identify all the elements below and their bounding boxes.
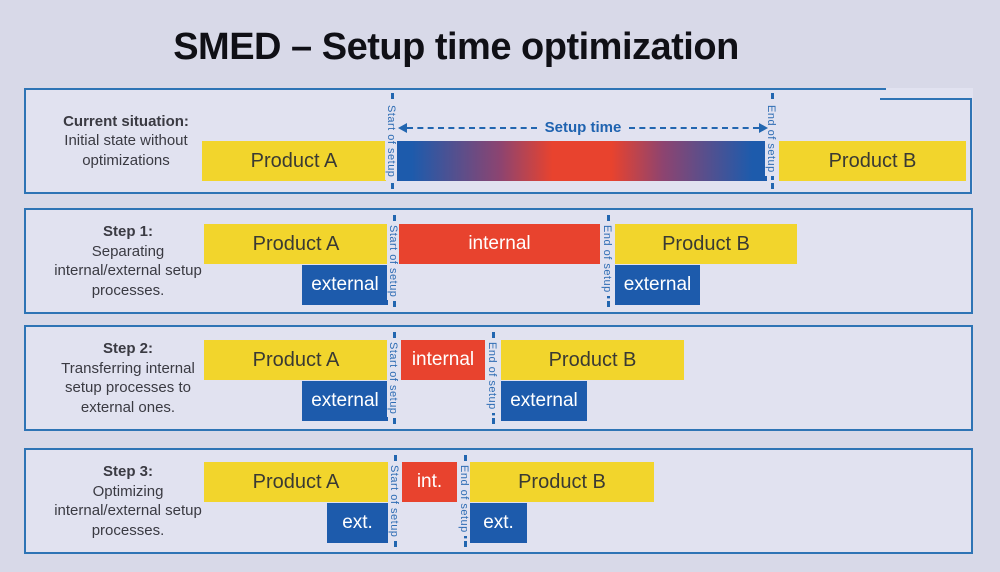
panel-heading: Step 3: xyxy=(102,463,153,480)
panel-heading: Step 2: xyxy=(102,340,153,357)
page-title: SMED – Setup time optimization xyxy=(173,26,739,68)
panel-label-step-3: Step 3: Optimizing internal/external set… xyxy=(34,450,222,552)
start-of-setup-label: Start of setup xyxy=(387,222,399,301)
product-b-bar: Product B xyxy=(615,224,797,264)
end-of-setup-label: End of setup xyxy=(486,339,498,413)
panel-description: Transferring internal setup processes to… xyxy=(61,359,195,416)
panel-current-situation: Current situation: Initial state without… xyxy=(24,88,973,194)
product-a-bar: Product A xyxy=(202,141,386,181)
arrowhead-right-icon xyxy=(759,122,768,133)
setup-gradient-bar xyxy=(397,141,767,181)
external-bar-right: external xyxy=(615,265,700,305)
external-bar-left: external xyxy=(302,265,388,305)
product-b-bar: Product B xyxy=(501,340,684,380)
external-bar-left: external xyxy=(302,381,388,421)
arrow-dash xyxy=(407,126,537,129)
internal-bar: internal xyxy=(401,340,485,380)
panel-border-sketch xyxy=(24,88,972,194)
panel-step-2: Step 2: Transferring internal setup proc… xyxy=(24,325,973,431)
internal-bar: internal xyxy=(399,224,600,264)
panel-description: Separating internal/external setup proce… xyxy=(54,242,202,299)
product-b-bar: Product B xyxy=(779,141,966,181)
end-of-setup-label: End of setup xyxy=(601,222,613,296)
panel-label-current: Current situation: Initial state without… xyxy=(32,88,220,194)
start-of-setup-label: Start of setup xyxy=(387,339,399,418)
internal-bar: int. xyxy=(402,462,457,502)
end-of-setup-label: End of setup xyxy=(765,102,777,176)
panel-step-1: Step 1: Separating internal/external set… xyxy=(24,208,973,314)
setup-time-label: Setup time xyxy=(544,119,622,136)
start-of-setup-label: Start of setup xyxy=(388,462,400,541)
start-of-setup-label: Start of setup xyxy=(385,102,397,181)
panel-step-3: Step 3: Optimizing internal/external set… xyxy=(24,448,973,554)
product-a-bar: Product A xyxy=(204,462,388,502)
external-bar-left: ext. xyxy=(327,503,388,543)
external-bar-right: ext. xyxy=(470,503,527,543)
product-b-bar: Product B xyxy=(470,462,654,502)
product-a-bar: Product A xyxy=(204,224,388,264)
end-of-setup-label: End of setup xyxy=(458,462,470,536)
panel-label-step-1: Step 1: Separating internal/external set… xyxy=(34,210,222,312)
setup-time-arrow: Setup time xyxy=(398,119,768,136)
external-bar-right: external xyxy=(501,381,587,421)
panel-heading: Current situation: xyxy=(63,112,189,130)
panel-heading: Step 1: xyxy=(102,223,153,240)
product-a-bar: Product A xyxy=(204,340,388,380)
panel-description: Optimizing internal/external setup proce… xyxy=(54,482,202,539)
panel-label-step-2: Step 2: Transferring internal setup proc… xyxy=(34,327,222,429)
arrow-dash xyxy=(629,126,759,129)
panel-description: Initial state without optimizations xyxy=(64,132,188,169)
arrowhead-left-icon xyxy=(398,122,407,133)
